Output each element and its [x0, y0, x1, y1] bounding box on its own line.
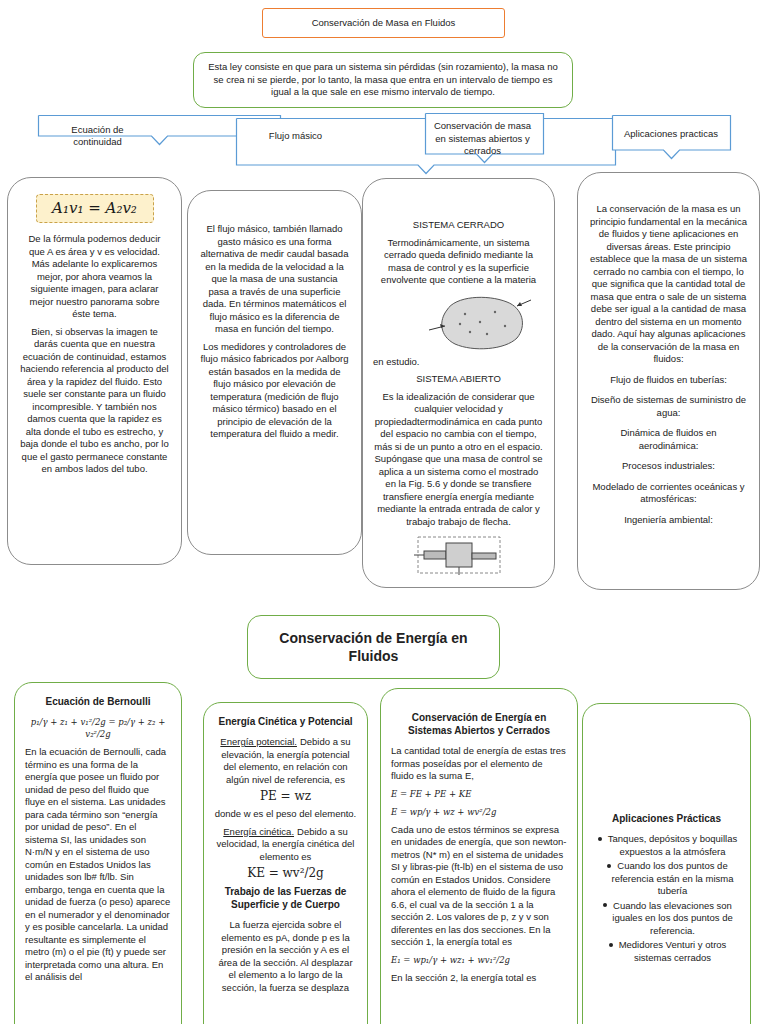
body-text: donde w es el peso del elemento. [214, 808, 357, 821]
section-title-box: Conservación de Energía en Fluidos [247, 615, 500, 679]
header-callout: Ecuación de continuidad [38, 115, 157, 165]
body-text: La conservación de la masa es un princip… [590, 203, 747, 366]
bullet-item: Cuando los dos puntos de referencia está… [595, 860, 738, 898]
body-text: Ecuación de continuidad [46, 124, 149, 149]
formula-text: KE = wv²/2g [214, 865, 357, 881]
bullet-item: Medidores Venturi y otros sistemas cerra… [595, 939, 738, 964]
body-text: Aplicaciones practicas [624, 128, 718, 141]
content-box: La conservación de la masa es un princip… [577, 172, 760, 590]
body-text: Termodinámicamente, un sistema cerrado q… [373, 237, 544, 287]
body-text: En la sección 2, la energía total es [391, 972, 567, 985]
body-text: Los medidores y controladores de flujo m… [200, 341, 349, 441]
body-text: De la fórmula podemos deducir que A es á… [20, 233, 169, 321]
bullet-item: Tanques, depósitos y boquillas expuestos… [595, 833, 738, 858]
list-item: Flujo de fluidos en tuberías: [590, 374, 747, 387]
list-item: Dinámica de fluidos en aerodinámica: [590, 427, 747, 452]
body-text: Conservación de Masa en Fluidos [312, 17, 456, 30]
formula-text: PE = wz [214, 788, 357, 804]
content-box: El flujo másico, también llamado gasto m… [187, 190, 362, 555]
body-text: A₁v₁ = A₂v₂ [39, 199, 151, 218]
heading-text: Trabajo de las Fuerzas de Superficie y d… [214, 885, 357, 911]
title-box: Conservación de Masa en Fluidos [262, 8, 505, 38]
content-box: Conservación de Energía en Sistemas Abie… [380, 688, 578, 1024]
heading-text: Ecuación de Bernoulli [25, 695, 171, 708]
body-text: SISTEMA CERRADO [373, 219, 544, 232]
list-item: Procesos industriales: [590, 460, 747, 473]
list-item: Ingeniería ambiental: [590, 514, 747, 527]
heading-text: Energía Cinética y Potencial [214, 715, 357, 728]
formula-text: E₁ = wp₁/γ + wz₁ + wv₁²/2g [391, 954, 567, 966]
list-item: Diseño de sistemas de suministro de agua… [590, 394, 747, 419]
header-callout: Aplicaciones practicas [612, 115, 730, 161]
underlined-term: Energía cinética. [223, 826, 294, 837]
heading-text: Conservación de Energía en Sistemas Abie… [391, 711, 567, 737]
body-text: La fuerza ejercida sobre el elemento es … [214, 919, 357, 994]
body-text: En la ecuación de Bernoulli, cada términ… [25, 746, 171, 984]
header-callout: Flujo másico [236, 118, 355, 162]
body-text: La cantidad total de energía de estas tr… [391, 745, 567, 783]
bullet-item: Cuando las elevaciones son iguales en lo… [595, 900, 738, 938]
content-box: Energía Cinética y PotencialEnergía pote… [203, 702, 368, 1024]
formula-text: E = wp/γ + wz + wv²/2g [391, 806, 567, 818]
illustration [414, 533, 504, 577]
formula-box: A₁v₁ = A₂v₂ [36, 194, 154, 223]
content-box: A₁v₁ = A₂v₂ De la fórmula podemos deducir… [7, 177, 182, 565]
body-text: Esta ley consiste en que para un sistema… [206, 61, 560, 99]
heading-text: Aplicaciones Prácticas [595, 812, 738, 825]
content-box: SISTEMA CERRADO Termodinámicamente, un si… [362, 178, 555, 588]
body-text: SISTEMA ABIERTO [373, 373, 544, 386]
body-text: Conservación de masa en sistemas abierto… [433, 120, 532, 158]
header-callout: Conservación de masa en sistemas abierto… [425, 113, 540, 173]
description-box: Esta ley consiste en que para un sistema… [193, 52, 573, 108]
body-text: Bien, si observas la imagen te darás cue… [20, 326, 169, 476]
body-text: Cada uno de estos términos se expresa en… [391, 824, 567, 949]
body-text: Flujo másico [269, 130, 322, 143]
underlined-term: Energía potencial. [220, 736, 297, 747]
formula-text: E = FE + PE + KE [391, 788, 567, 800]
body-text: El flujo másico, también llamado gasto m… [200, 223, 349, 336]
content-box: Aplicaciones PrácticasTanques, depósitos… [582, 703, 751, 1024]
body-text: en estudio. [373, 356, 544, 369]
list-item: Modelado de corrientes oceánicas y atmos… [590, 481, 747, 506]
formula-text: p₁/γ + z₁ + v₁²/2g = p₂/γ + z₂ + v₂²/2g [25, 716, 171, 740]
body-text: Es la idealización de considerar que cua… [373, 391, 544, 529]
content-box: Ecuación de Bernoulli p₁/γ + z₁ + v₁²/2g … [14, 682, 182, 1024]
body-text: Conservación de Energía en Fluidos [258, 629, 489, 665]
illustration [425, 292, 535, 354]
